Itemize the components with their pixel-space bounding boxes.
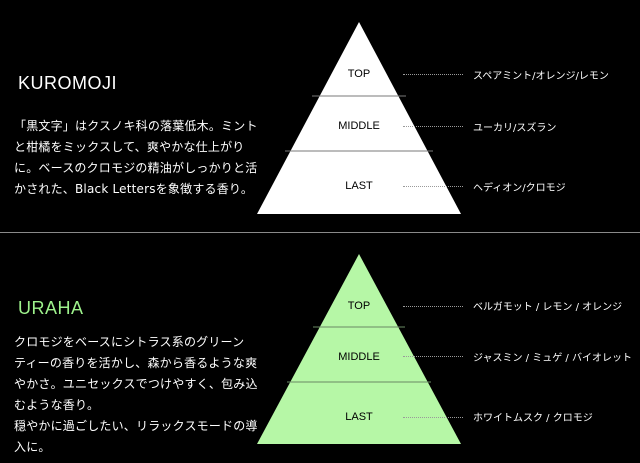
leader-line (403, 417, 463, 418)
leader-line (403, 126, 463, 127)
tier-top-notes: ベルガモット / レモン / オレンジ (473, 302, 623, 313)
tier-last-notes: ヘディオン/クロモジ (473, 183, 566, 194)
uraha-section: URAHA クロモジをベースにシトラス系のグリーン ティーの香りを活かし、森から… (0, 234, 640, 463)
pyramid-shape (257, 22, 461, 214)
tier-middle-label: MIDDLE (338, 120, 380, 132)
leader-line (403, 356, 463, 357)
section-description: 「黒文字」はクスノキ科の落葉低木。ミント と柑橘をミックスして、爽やかな仕上がり… (14, 119, 258, 196)
tier-top-label: TOP (347, 300, 371, 312)
section-title: KUROMOJI (18, 73, 118, 93)
kuromoji-section: KUROMOJI 「黒文字」はクスノキ科の落葉低木。ミント と柑橘をミックスして… (14, 22, 609, 214)
fragrance-pyramid (257, 22, 461, 214)
leader-line (403, 306, 463, 307)
fragrance-pyramid (257, 254, 461, 444)
tier-middle-notes: ユーカリ/スズラン (473, 123, 557, 134)
leader-line (403, 186, 463, 187)
tier-middle-notes: ジャスミン / ミュゲ / バイオレット (473, 353, 632, 364)
section-title: URAHA (18, 298, 84, 318)
tier-middle-label: MIDDLE (338, 351, 380, 363)
section-description: クロモジをベースにシトラス系のグリーン ティーの香りを活かし、森から香るような爽… (14, 335, 258, 454)
tier-top-notes: スペアミント/オレンジ/レモン (473, 71, 609, 82)
pyramid-shape (257, 254, 461, 444)
leader-line (403, 74, 463, 75)
section-divider (0, 232, 640, 233)
tier-last-label: LAST (345, 411, 373, 423)
tier-top-label: TOP (347, 68, 371, 80)
tier-last-label: LAST (345, 180, 373, 192)
tier-last-notes: ホワイトムスク / クロモジ (473, 413, 593, 424)
